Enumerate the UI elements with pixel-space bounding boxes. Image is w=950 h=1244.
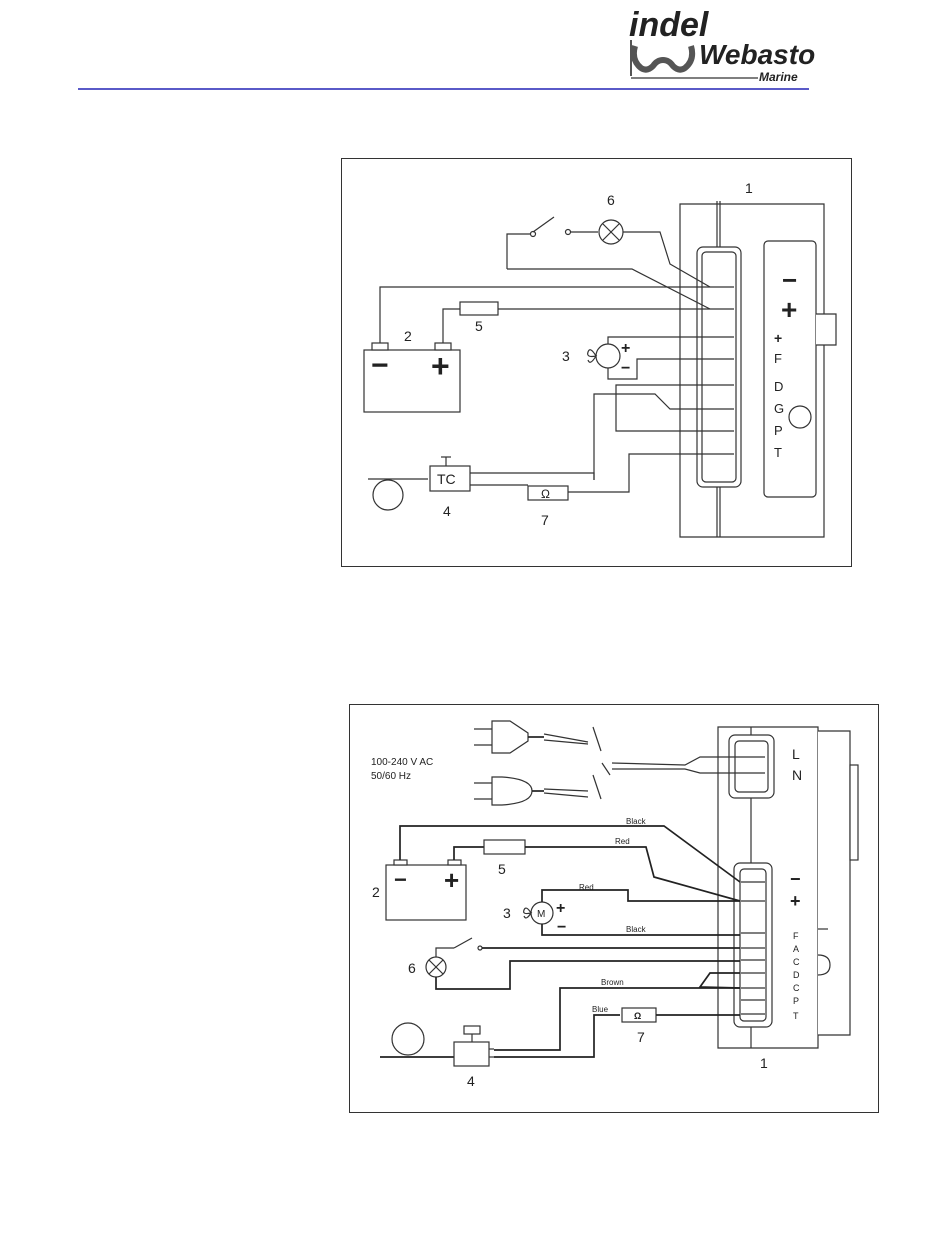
wire-label-red-fan: Red [579,883,594,892]
callout-4: 4 [443,503,451,519]
callout-1: 1 [745,180,753,196]
fan-minus-label: − [621,360,630,377]
logo-text-marine: Marine [759,70,798,84]
fan-minus-label: − [557,919,566,936]
terminal-label: F [793,931,799,941]
wire-label-black: Black [626,817,647,826]
fuse-icon [460,302,498,315]
callout-3: 3 [503,905,511,921]
wiring-diagram-2: L N − + F A C D C P T 1 100-240 V AC 50/… [349,704,879,1113]
terminal-label: T [774,445,782,460]
fan-motor-label: M [537,909,545,920]
thermostat-box [454,1042,489,1066]
sensor-icon [392,1023,424,1055]
fuse-icon [484,840,525,854]
battery-minus-label: − [371,349,389,382]
callout-1: 1 [760,1055,768,1071]
battery-minus-label: − [394,867,407,892]
callout-7: 7 [541,512,549,528]
terminal-label: P [793,996,799,1006]
terminal-label: P [774,423,783,438]
sensor-icon [373,480,403,510]
terminal-label: D [774,379,783,394]
panel-plus-label: + [790,891,801,911]
terminal-label: G [774,401,784,416]
terminal-label: D [793,970,800,980]
fan-plus-label: + [556,900,565,917]
terminal-label: C [793,983,800,993]
callout-2: 2 [404,328,412,344]
euro-plug-icon [474,721,588,753]
terminal-L-label: L [792,746,800,762]
callout-5: 5 [498,861,506,877]
supply-voltage-label: 100-240 V AC [371,757,433,768]
indel-webasto-logo: indel Webasto Marine [625,2,815,84]
wire-label-black-fan: Black [626,925,647,934]
terminal-label: A [793,944,799,954]
us-plug-icon [474,777,588,805]
panel-minus-label: − [790,869,801,889]
panel-plus-label: + [781,294,797,325]
panel-minus-label: − [782,265,797,295]
wiring-diagram-1: − + + F D G P T 1 6 − + 2 5 3 [341,158,852,567]
terminal-label: F [774,351,782,366]
callout-4: 4 [467,1073,475,1089]
terminal-N-label: N [792,767,802,783]
callout-5: 5 [475,318,483,334]
logo-text-webasto: Webasto [699,39,815,70]
wire-label-red: Red [615,837,630,846]
wire-label-brown: Brown [601,978,624,987]
callout-6: 6 [607,192,615,208]
resistor-ohm-label: Ω [541,487,550,501]
wire-label-blue: Blue [592,1005,609,1014]
tc-label: TC [437,471,456,487]
fan-plus-label: + [621,340,630,357]
logo-text-indel: indel [629,6,710,44]
callout-7: 7 [637,1029,645,1045]
logo-w-emblem [634,46,692,70]
header-rule [78,88,809,90]
terminal-label: T [793,1011,799,1021]
callout-2: 2 [372,884,380,900]
resistor-ohm-label: Ω [634,1011,641,1021]
fan-motor-icon [596,344,620,368]
battery-plus-label: + [431,348,450,384]
callout-6: 6 [408,960,416,976]
supply-freq-label: 50/60 Hz [371,771,411,782]
terminal-label: + [774,330,782,346]
callout-3: 3 [562,348,570,364]
terminal-label: C [793,957,800,967]
battery-plus-label: + [444,865,459,895]
